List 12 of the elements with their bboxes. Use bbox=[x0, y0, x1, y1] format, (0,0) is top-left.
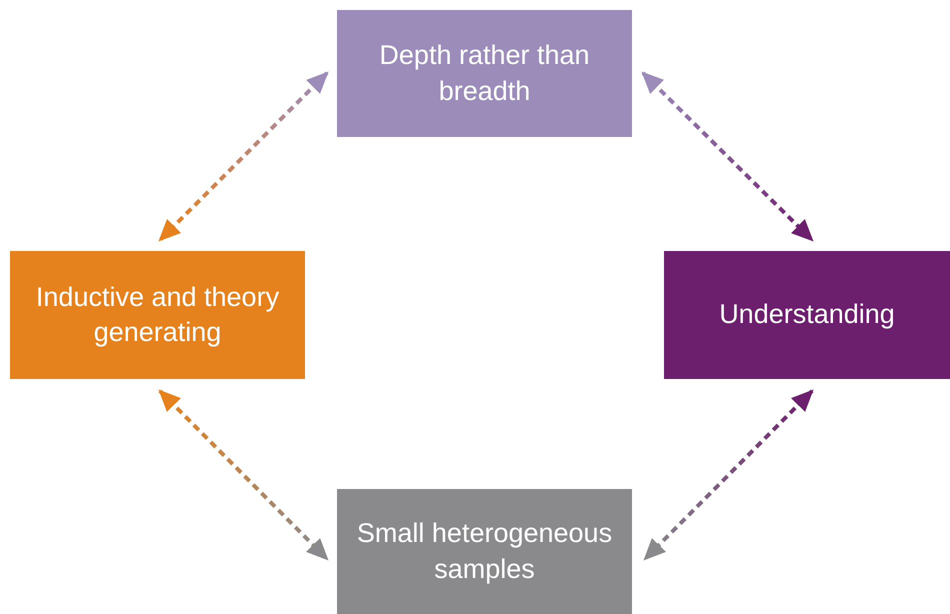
box-label: Depth rather than breadth bbox=[378, 39, 591, 108]
box-label: Small heterogeneous samples bbox=[356, 517, 614, 586]
process-box bbox=[664, 251, 950, 379]
dashed-double-arrow bbox=[643, 389, 814, 561]
dashed-double-arrow bbox=[158, 389, 329, 561]
dashed-double-arrow bbox=[158, 71, 329, 242]
process-box bbox=[337, 10, 632, 137]
dashed-double-arrow bbox=[641, 71, 814, 242]
box-label: Understanding bbox=[719, 298, 895, 332]
box-label: Inductive and theory generating bbox=[34, 280, 280, 349]
process-box bbox=[337, 489, 632, 614]
process-box bbox=[10, 251, 305, 379]
